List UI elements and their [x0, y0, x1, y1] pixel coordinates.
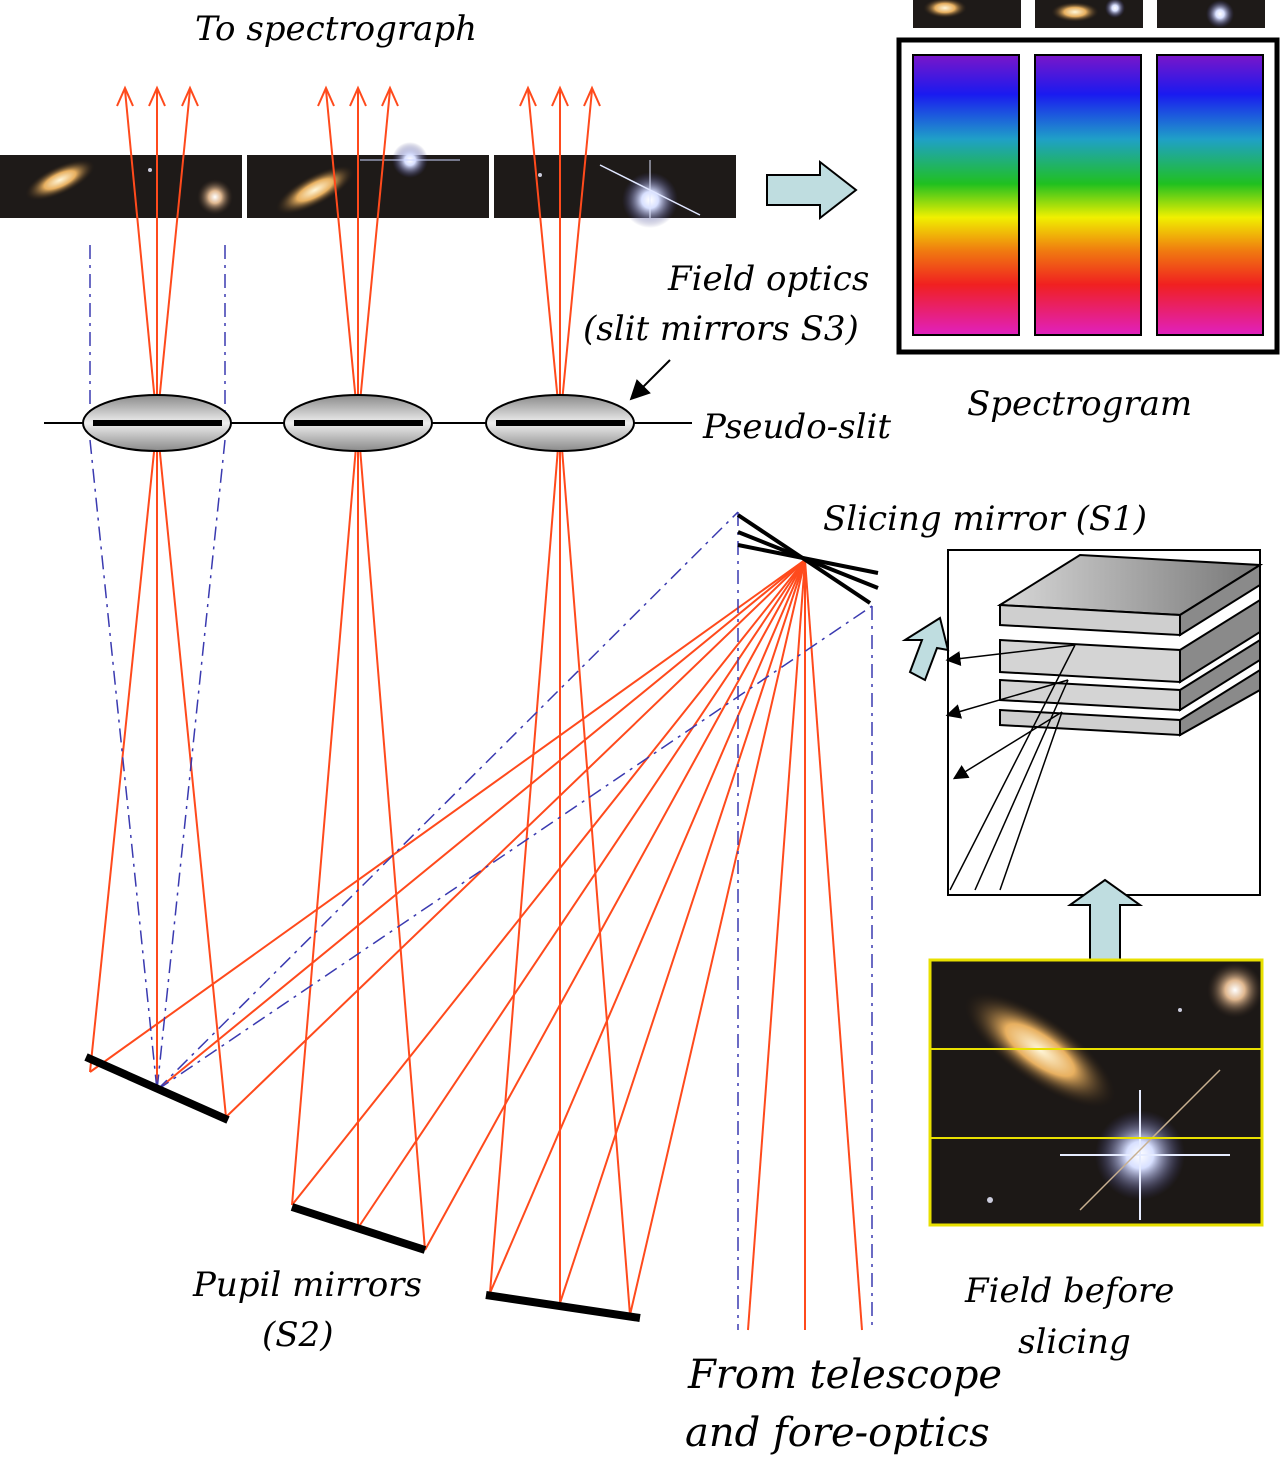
dashed-outlines [89, 245, 873, 1330]
ray-segment-34 [156, 511, 739, 1091]
slicer-inset [945, 549, 1264, 896]
pupil-mirror-2 [290, 1203, 427, 1254]
label-slit-mirrors: (slit mirrors S3) [583, 309, 859, 349]
spectrum-thumbnails [913, 0, 1265, 28]
spectrum-column-2 [1034, 54, 1142, 336]
ray-arrowhead [349, 85, 367, 107]
label-field-before: Field before [964, 1271, 1174, 1311]
field-lens-1 [82, 394, 232, 452]
ray-arrowhead [583, 85, 601, 107]
slicer-output-arrow-icon [901, 616, 950, 682]
ray-segment-29 [559, 89, 593, 424]
field-before-slicing-image [928, 958, 1264, 1227]
ray-segment-6 [89, 422, 158, 1073]
pupil-mirror-1 [84, 1053, 230, 1124]
ray-segment-9 [124, 89, 158, 424]
ray-arrowhead [148, 85, 166, 107]
ray-arrowhead [181, 85, 199, 107]
ray-segment-11 [156, 89, 191, 424]
field-lens-3 [485, 394, 635, 452]
arrow-to-spectrogram-icon [766, 159, 858, 221]
slice-strip-3 [494, 155, 736, 228]
label-pupil-mirrors: Pupil mirrors [192, 1265, 422, 1305]
ray-segment-14 [424, 559, 806, 1251]
label-pseudo-slit: Pseudo-slit [702, 407, 891, 447]
slicing-mirror-s1 [736, 513, 879, 605]
ray-segment-17 [357, 422, 426, 1251]
pupil-mirror-3 [485, 1291, 641, 1322]
ray-segment-0 [747, 559, 806, 1331]
ray-segment-24 [489, 422, 561, 1294]
ray-segment-26 [559, 422, 631, 1316]
spectrum-column-1 [912, 54, 1020, 336]
ray-segment-3 [89, 559, 806, 1073]
slice-strip-2 [247, 142, 489, 218]
field-lens-2 [283, 394, 433, 452]
label-slicing: slicing [1018, 1322, 1131, 1362]
ray-arrowhead [519, 85, 537, 107]
ray-segment-33 [156, 439, 226, 1091]
ray-arrowhead [551, 85, 569, 107]
ray-segment-22 [559, 559, 806, 1304]
ray-segment-35 [156, 605, 873, 1091]
ray-segment-21 [489, 559, 806, 1294]
ray-paths [89, 85, 863, 1331]
ray-arrowhead [381, 85, 399, 107]
field-optics-pointer [629, 359, 671, 401]
label-from-telescope: From telescope [687, 1352, 1002, 1398]
ray-segment-5 [225, 559, 806, 1118]
label-spectrogram: Spectrogram [967, 384, 1192, 424]
ray-segment-4 [156, 559, 806, 1091]
ray-segment-23 [629, 559, 806, 1316]
spectrum-column-3 [1156, 54, 1264, 336]
label-fore-optics: and fore-optics [685, 1410, 990, 1456]
ray-arrowhead [317, 85, 335, 107]
label-slicing-mirror: Slicing mirror (S1) [823, 499, 1147, 539]
ray-segment-27 [527, 89, 561, 424]
field-to-slicer-arrow-icon [1066, 878, 1144, 961]
label-to-spectrograph: To spectrograph [195, 9, 477, 49]
label-field-optics: Field optics [667, 259, 869, 299]
spectrogram-panel [896, 37, 1280, 355]
ray-segment-32 [89, 439, 158, 1091]
ray-segment-2 [804, 559, 863, 1331]
ray-arrowhead [116, 85, 134, 107]
slice-strip-1 [0, 155, 242, 218]
ray-segment-12 [291, 559, 806, 1206]
ray-segment-8 [156, 422, 227, 1118]
ray-segment-13 [357, 559, 806, 1229]
ray-segment-15 [291, 422, 359, 1206]
ray-segment-20 [357, 89, 391, 424]
label-pupil-mirrors-s2: (S2) [262, 1315, 333, 1355]
ray-segment-18 [325, 89, 359, 424]
